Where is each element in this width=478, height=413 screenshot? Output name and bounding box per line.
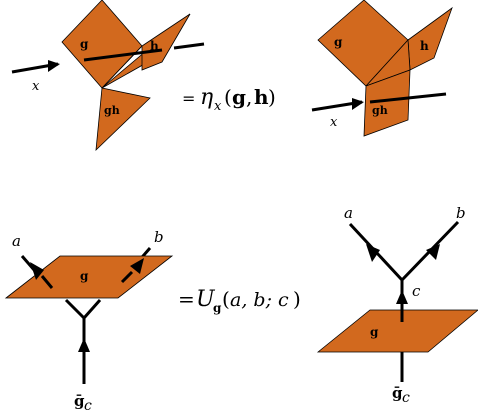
sheet-g — [61, 0, 143, 89]
top-equation: = η x ( g , h ) — [182, 85, 276, 114]
label-gbar-sub: c — [84, 398, 92, 413]
U-symbol: U — [196, 287, 216, 312]
eq-comma: , — [246, 85, 252, 109]
equals-sign: = — [178, 287, 195, 311]
label-b: b — [154, 228, 164, 246]
line-b-arrow — [426, 244, 440, 260]
label-g: g — [80, 269, 89, 283]
line-x-arrow — [48, 60, 60, 72]
eta-subscript: x — [214, 99, 222, 114]
bottom-right-junction: a b c g ḡ c — [316, 204, 478, 406]
label-a: a — [344, 204, 353, 222]
line-x-arrow — [352, 98, 364, 110]
line-x-right — [83, 48, 163, 62]
sheet-h — [407, 6, 453, 71]
line-b-arrow — [130, 258, 144, 274]
line-a-arrow — [366, 244, 380, 262]
paren-close: ) — [268, 85, 276, 109]
label-g: g — [370, 325, 379, 339]
equals-sign: = — [182, 89, 195, 108]
sheet-gh — [95, 87, 151, 152]
label-h: h — [150, 39, 159, 53]
line-a-segment — [40, 275, 54, 289]
label-g: g — [334, 35, 343, 49]
line-x-end — [173, 42, 205, 50]
label-x: x — [32, 79, 40, 94]
top-right-junction: g h gh x — [311, 0, 453, 137]
label-gbar: ḡ — [74, 392, 85, 410]
label-gbar-sub: c — [402, 390, 410, 406]
junction-right — [82, 299, 102, 319]
label-gh: gh — [372, 104, 388, 117]
line-x-right — [369, 92, 447, 104]
label-g: g — [80, 37, 89, 51]
eq-g: g — [232, 85, 246, 109]
eta-symbol: η — [200, 85, 213, 110]
label-h: h — [420, 39, 429, 53]
paren-open: ( — [222, 287, 230, 311]
sheet-g — [316, 309, 478, 353]
sheet-h-body — [141, 13, 191, 71]
junction-left — [64, 298, 86, 320]
bottom-equation: = U g ( a, b; c ) — [178, 287, 301, 315]
eq-args: a, b; c — [230, 289, 289, 311]
line-b-segment — [120, 270, 134, 284]
label-x: x — [330, 115, 338, 130]
line-a-arrow — [30, 262, 44, 280]
bottom-left-junction: a b g ḡ c — [4, 228, 174, 413]
label-gh: gh — [104, 104, 120, 117]
sheet-gh — [363, 69, 411, 137]
label-a: a — [12, 232, 21, 250]
U-subscript: g — [213, 301, 222, 315]
label-c: c — [412, 282, 421, 300]
label-gbar: ḡ — [392, 384, 403, 402]
label-b: b — [456, 204, 466, 222]
top-left-junction: g h gh x — [11, 0, 205, 152]
paren-close: ) — [293, 287, 301, 311]
line-c-arrow — [396, 290, 408, 304]
line-c-arrow — [78, 338, 90, 352]
paren-open: ( — [224, 85, 232, 109]
eq-h: h — [254, 85, 269, 109]
sheet-g — [4, 255, 174, 299]
